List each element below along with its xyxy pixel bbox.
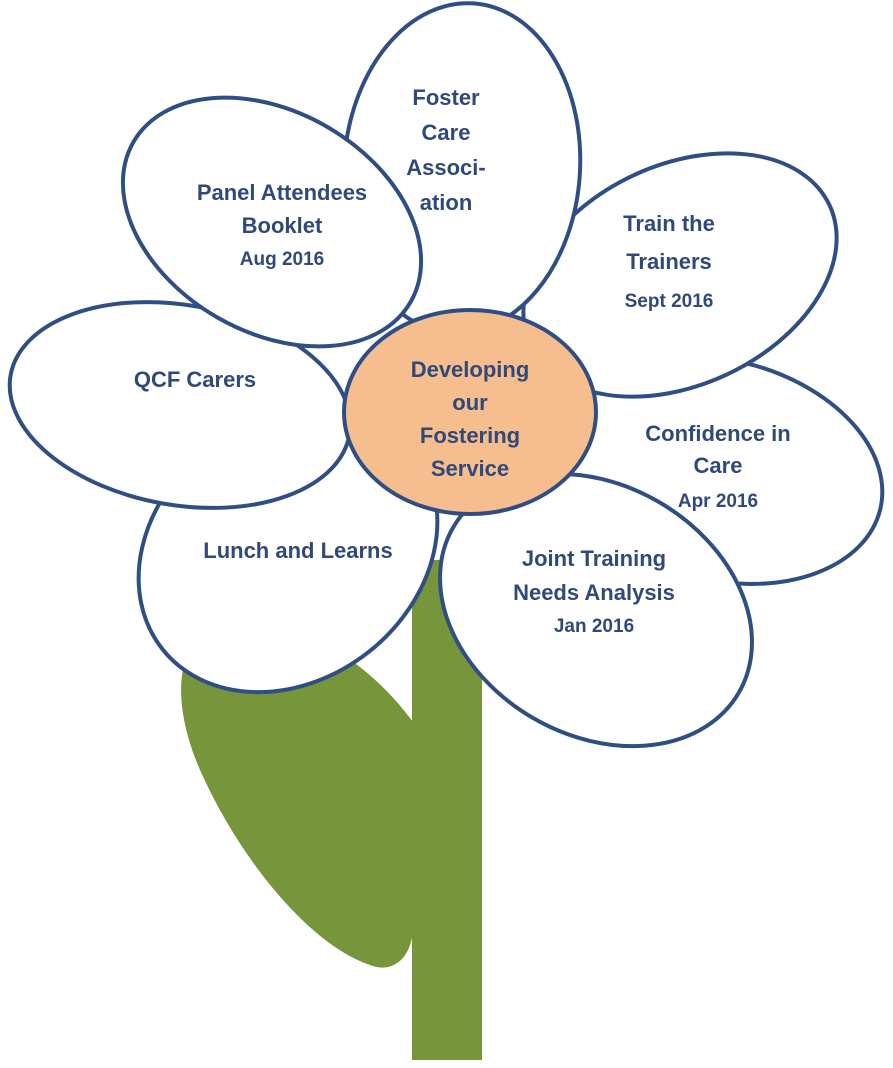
confidence-in-care-title-line: Confidence in xyxy=(645,421,790,446)
label-lunch-and-learns: Lunch and Learns xyxy=(203,538,392,563)
flower-center xyxy=(342,308,598,516)
foster-care-association-title-line: Associ- xyxy=(406,155,485,180)
petal-joint-training xyxy=(438,471,754,749)
qcf-carers-title-line: QCF Carers xyxy=(134,367,256,392)
confidence-in-care-title-line: Care xyxy=(694,453,743,478)
train-the-trainers-title-line: Trainers xyxy=(626,249,712,274)
panel-attendees-booklet-title-line: Panel Attendees xyxy=(197,180,367,205)
panel-attendees-booklet-date: Aug 2016 xyxy=(240,249,324,270)
center-label-line: Developing xyxy=(411,357,530,382)
label-qcf-carers: QCF Carers xyxy=(134,367,256,392)
joint-training-needs-analysis-date: Jan 2016 xyxy=(554,616,634,637)
petal-panel-attendees xyxy=(120,95,424,349)
joint-training-needs-analysis-title-line: Needs Analysis xyxy=(513,580,675,605)
center-label-line: our xyxy=(452,390,488,415)
lunch-and-learns-title-line: Lunch and Learns xyxy=(203,538,392,563)
petal-panel-attendees-shape xyxy=(120,95,424,349)
foster-care-association-title-line: ation xyxy=(420,190,473,215)
joint-training-needs-analysis-title-line: Joint Training xyxy=(522,546,666,571)
petal-joint-training-shape xyxy=(438,471,754,749)
foster-care-association-title-line: Foster xyxy=(412,85,480,110)
leaf xyxy=(181,621,414,968)
confidence-in-care-date: Apr 2016 xyxy=(678,491,758,512)
train-the-trainers-title-line: Train the xyxy=(623,211,715,236)
center-label-line: Service xyxy=(431,456,509,481)
center-label-line: Fostering xyxy=(420,423,520,448)
foster-care-association-title-line: Care xyxy=(422,120,471,145)
train-the-trainers-date: Sept 2016 xyxy=(625,291,714,312)
panel-attendees-booklet-title-line: Booklet xyxy=(242,213,323,238)
